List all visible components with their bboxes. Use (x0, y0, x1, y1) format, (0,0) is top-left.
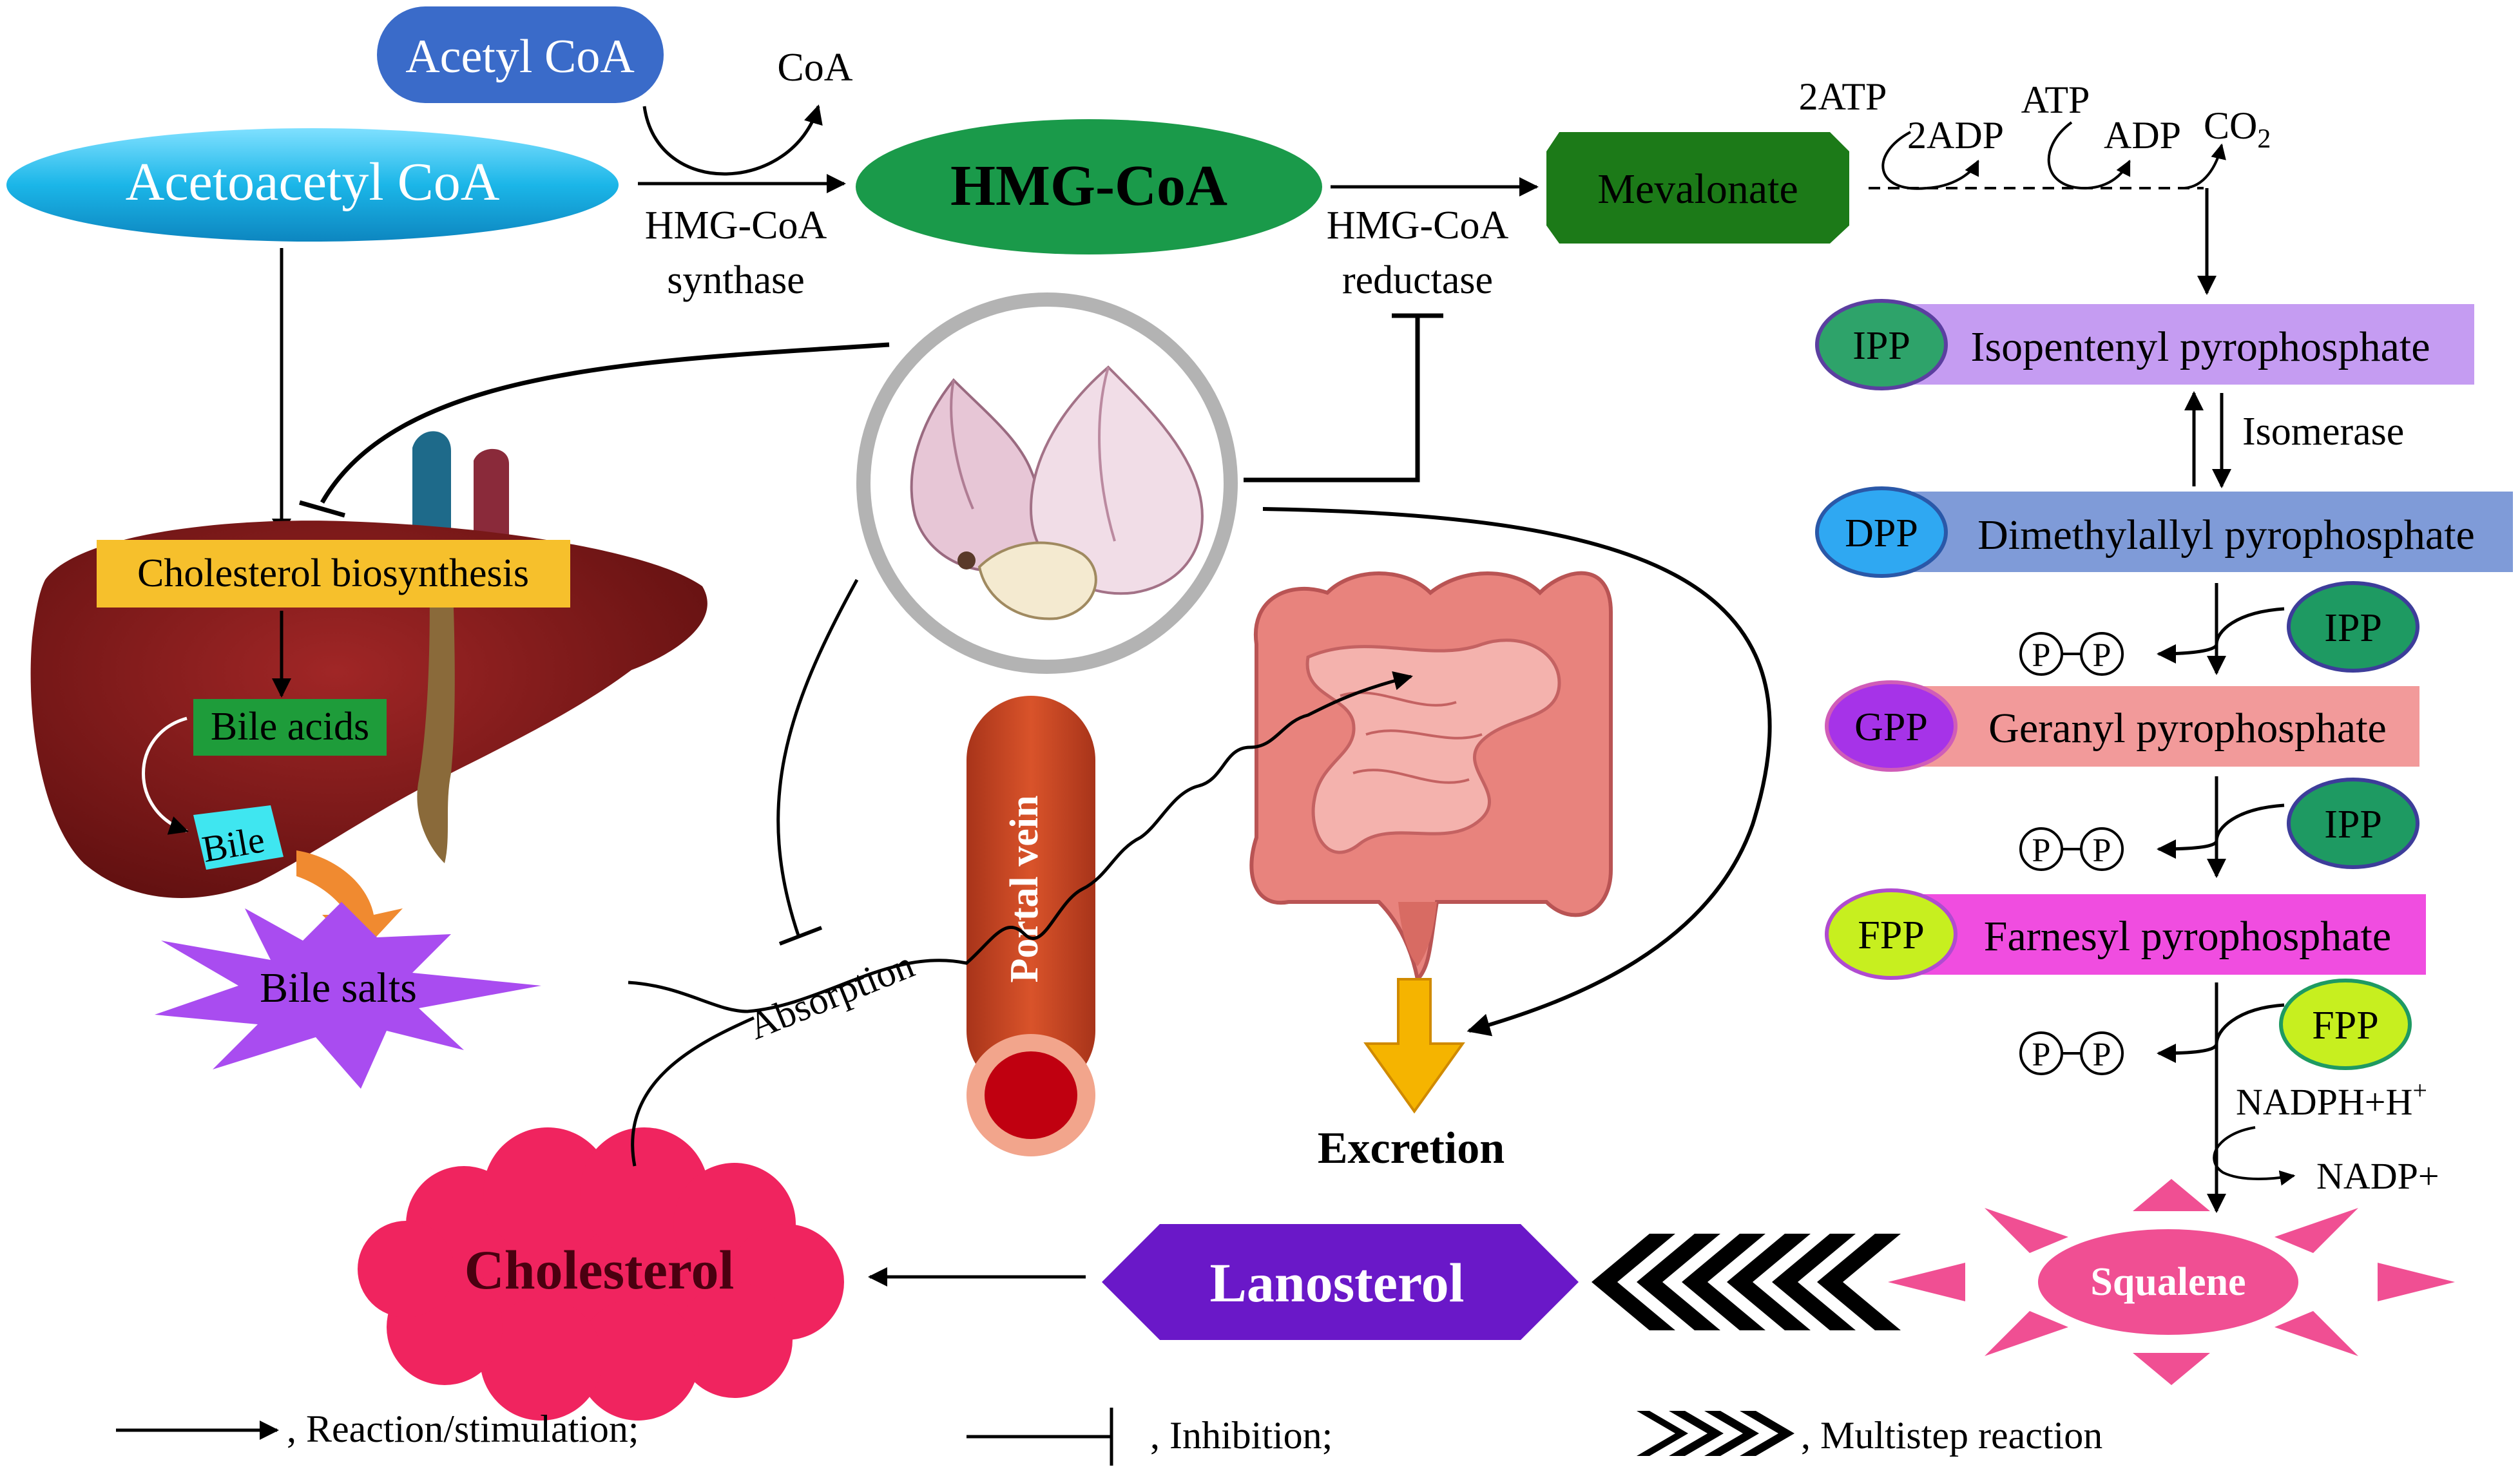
hmg-coa-node: HMG-CoA (856, 119, 1322, 254)
nadph-label: NADPH+H+ (2236, 1076, 2427, 1123)
legend-reaction-label: , Reaction/stimulation; (287, 1408, 639, 1450)
hmg-synthase-label-2: synthase (667, 258, 805, 302)
bile-to-salts-arrow (296, 850, 403, 953)
fpp-row: FPP Farnesyl pyrophosphate (1825, 888, 2426, 980)
absorption-wave-path (628, 671, 1413, 1013)
absorption-label: Absorption (742, 943, 919, 1048)
nadp-label: NADP+ (2316, 1155, 2439, 1197)
svg-text:P: P (2093, 637, 2111, 674)
cholesterol-node: Cholesterol (358, 1127, 844, 1421)
excretion-arrow-icon (1363, 978, 1465, 1114)
intestine-icon (1249, 571, 1613, 984)
co2-release-arrow (2184, 143, 2226, 189)
garlic-inhibits-biosynthesis (320, 342, 890, 504)
squalene-node: Squalene (1888, 1179, 2455, 1385)
acetyl-coa-node: Acetyl CoA (377, 6, 664, 103)
garlic-stimulates-excretion (1262, 507, 1772, 1037)
mevalonate-node: Mevalonate (1546, 132, 1849, 244)
lanosterol-node: Lanosterol (1102, 1224, 1579, 1340)
dpp-row: DPP Dimethylallyl pyrophosphate (1815, 486, 2513, 578)
svg-text:Mevalonate: Mevalonate (1597, 166, 1798, 213)
co2-label: CO2 (2204, 104, 2271, 154)
svg-text:Acetoacetyl CoA: Acetoacetyl CoA (126, 152, 500, 212)
pyrophosphate-release-3: P P (2019, 1031, 2124, 1075)
cholesterol-biosynthesis-box: Cholesterol biosynthesis (97, 540, 570, 608)
ipp-row: IPP Isopentenyl pyrophosphate (1815, 299, 2474, 390)
fpp-join-arrow (2157, 1003, 2285, 1063)
svg-text:Dimethylallyl pyrophosphate: Dimethylallyl pyrophosphate (1977, 512, 2475, 559)
portal-vein-icon: Portal vein (967, 696, 1095, 1156)
svg-text:Geranyl pyrophosphate: Geranyl pyrophosphate (1988, 705, 2387, 752)
svg-text:P: P (2032, 637, 2051, 674)
bile-box: Bile (193, 805, 284, 870)
svg-text:IPP: IPP (2324, 606, 2382, 650)
svg-text:HMG-CoA: HMG-CoA (950, 154, 1227, 218)
inhibition-bar-absorption (778, 926, 823, 946)
svg-text:Bile salts: Bile salts (260, 964, 417, 1011)
svg-text:FPP: FPP (1858, 914, 1924, 957)
svg-text:GPP: GPP (1854, 705, 1928, 749)
arrow-bile-acids-to-bile (142, 716, 189, 835)
excretion-label: Excretion (1318, 1124, 1505, 1173)
svg-text:DPP: DPP (1845, 512, 1918, 555)
ipp-join-arrow-2 (2157, 803, 2285, 859)
legend-multistep-label: , Multistep reaction (1801, 1414, 2102, 1457)
acetoacetyl-coa-node: Acetoacetyl CoA (6, 128, 619, 242)
coa-label: CoA (777, 46, 852, 90)
atp2-label: 2ATP (1799, 75, 1887, 118)
svg-text:P: P (2032, 832, 2051, 869)
svg-text:Farnesyl pyrophosphate: Farnesyl pyrophosphate (1984, 913, 2391, 960)
svg-text:Bile acids: Bile acids (211, 705, 369, 749)
fpp-input: FPP (2279, 979, 2412, 1070)
liver-icon (30, 431, 707, 898)
garlic-icon (856, 292, 1238, 674)
hmg-synthase-label-1: HMG-CoA (645, 204, 827, 247)
ipp-input-1: IPP (2287, 581, 2419, 673)
gpp-row: GPP Geranyl pyrophosphate (1825, 680, 2419, 772)
ipp-join-arrow-1 (2157, 607, 2285, 664)
svg-text:Isopentenyl pyrophosphate: Isopentenyl pyrophosphate (1970, 323, 2430, 370)
nadph-arrow (2213, 1126, 2296, 1186)
svg-text:Lanosterol: Lanosterol (1210, 1252, 1465, 1314)
svg-text:Cholesterol: Cholesterol (465, 1239, 735, 1301)
svg-text:P: P (2093, 1037, 2111, 1073)
pyrophosphate-release-2: P P (2019, 827, 2124, 871)
ipp-input-2: IPP (2287, 778, 2419, 869)
atp-label: ATP (2021, 79, 2090, 121)
legend-multistep-icon (1637, 1411, 1794, 1456)
svg-text:Squalene: Squalene (2090, 1260, 2246, 1304)
garlic-inhibits-absorption (776, 579, 859, 938)
hmg-reductase-label-2: reductase (1342, 258, 1493, 302)
chevron-arrow-icon (1592, 1234, 1901, 1330)
adp2-label: 2ADP (1907, 114, 2004, 157)
atp-consume-arrow-2 (2047, 121, 2088, 190)
isomerase-label: Isomerase (2242, 410, 2404, 454)
garlic-inhibits-reductase (1244, 316, 1420, 483)
svg-text:P: P (2032, 1037, 2051, 1073)
svg-text:P: P (2093, 832, 2111, 869)
adp-label: ADP (2104, 114, 2181, 157)
legend-inhibition-label: , Inhibition; (1150, 1414, 1332, 1457)
coa-release-arrow (642, 104, 823, 176)
svg-text:Portal vein: Portal vein (1003, 796, 1046, 983)
bile-acids-box: Bile acids (193, 699, 387, 756)
adp-release-arrow-2 (2087, 159, 2131, 189)
svg-text:Cholesterol biosynthesis: Cholesterol biosynthesis (137, 551, 529, 595)
adp-release-arrow-1 (1926, 159, 1979, 189)
cholesterol-to-absorption-path (631, 1016, 755, 1167)
svg-text:IPP: IPP (2324, 803, 2382, 847)
svg-text:Acetyl CoA: Acetyl CoA (405, 30, 635, 83)
legend: , Reaction/stimulation; , Inhibition; , … (116, 1408, 2102, 1466)
svg-text:FPP: FPP (2312, 1004, 2378, 1048)
bile-salts-node: Bile salts (155, 902, 541, 1089)
hmg-reductase-label-1: HMG-CoA (1327, 204, 1509, 247)
atp-consume-arrow-1 (1881, 131, 1927, 190)
pyrophosphate-release-1: P P (2019, 632, 2124, 676)
svg-text:IPP: IPP (1852, 324, 1910, 368)
inhibition-bar-biosynthesis (299, 500, 345, 518)
